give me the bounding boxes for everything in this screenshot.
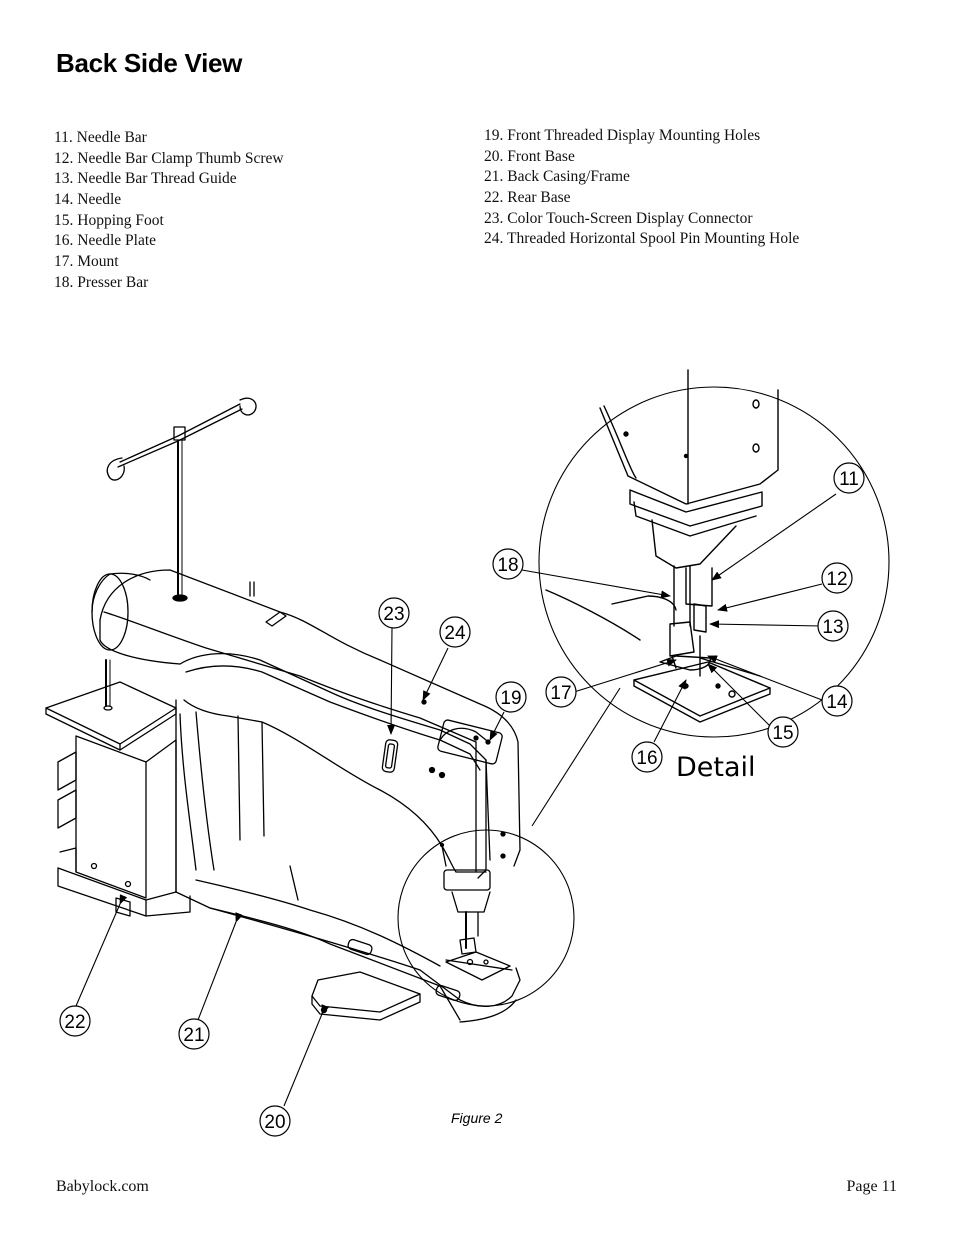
list-item: 19. Front Threaded Display Mounting Hole…: [484, 127, 761, 144]
list-item: 14. Needle: [54, 191, 122, 209]
list-item: 13. Needle Bar Thread Guide: [54, 170, 237, 188]
callout-22: [59, 1005, 91, 1037]
detail-label: Detail: [676, 752, 756, 783]
callout-12: [821, 562, 853, 594]
list-item: 18. Presser Bar: [54, 273, 149, 291]
callout-16: [631, 741, 663, 773]
callout-number-15: 15: [772, 723, 793, 744]
detail-illustration: [545, 369, 779, 723]
rear-panel-drawing: [45, 659, 177, 899]
callout-number-20: 20: [264, 1112, 285, 1133]
base-drawing: [57, 847, 521, 1023]
callout-circles: [59, 462, 865, 1137]
callout-20: [259, 1105, 291, 1137]
callout-number-24: 24: [444, 623, 466, 644]
list-item: 24. Threaded Horizontal Spool Pin Mounti…: [484, 230, 800, 248]
list-item: 20. Front Base: [484, 147, 575, 165]
callout-number-16: 16: [636, 748, 657, 769]
footer-website: Babylock.com: [56, 1178, 149, 1195]
callout-24: [439, 616, 471, 648]
list-item: 11. Needle Bar: [54, 129, 147, 146]
callout-numbers: 11 12 13 14 15 16 17 18 19 20 21 22 23 2…: [64, 469, 858, 1133]
list-item: 17. Mount: [54, 253, 119, 271]
callout-number-11: 11: [839, 469, 859, 490]
list-item: 21. Back Casing/Frame: [484, 168, 630, 186]
callout-leaders: [75, 493, 837, 1107]
callout-number-18: 18: [497, 555, 518, 576]
callout-23: [378, 597, 410, 629]
figure-caption: Figure 2: [451, 1110, 503, 1126]
machine-illustration: [45, 397, 521, 1023]
detail-magnifier: [397, 386, 890, 1007]
callout-number-19: 19: [500, 688, 521, 709]
page-title: Back Side View: [56, 48, 243, 78]
callout-number-22: 22: [64, 1012, 85, 1033]
callout-number-23: 23: [383, 604, 404, 625]
list-item: 22. Rear Base: [484, 189, 571, 207]
callout-number-12: 12: [826, 569, 847, 590]
parts-list-right: 19. Front Threaded Display Mounting Hole…: [484, 126, 799, 250]
list-item: 15. Hopping Foot: [54, 211, 164, 229]
callout-15: [767, 716, 799, 748]
list-item: 12. Needle Bar Clamp Thumb Screw: [54, 149, 284, 167]
callout-number-13: 13: [822, 617, 843, 638]
callout-18: [492, 548, 524, 580]
list-item: 16. Needle Plate: [54, 232, 157, 250]
callout-21: [178, 1018, 210, 1050]
callout-number-17: 17: [550, 683, 571, 704]
callout-14: [821, 685, 853, 717]
parts-list-left: 11. Needle Bar 12. Needle Bar Clamp Thum…: [54, 128, 284, 294]
hand-wheel-drawing: [91, 572, 151, 651]
callout-13: [817, 610, 849, 642]
footer-page-number: Page 11: [846, 1178, 897, 1195]
callout-17: [545, 676, 577, 708]
callout-19: [495, 681, 527, 713]
thread-stand-drawing: [106, 397, 257, 602]
callout-number-14: 14: [826, 692, 848, 713]
needle-area-drawing: [443, 869, 511, 981]
callout-11: [833, 462, 865, 494]
list-item: 23. Color Touch-Screen Display Connector: [484, 209, 753, 227]
callout-number-21: 21: [183, 1025, 204, 1046]
